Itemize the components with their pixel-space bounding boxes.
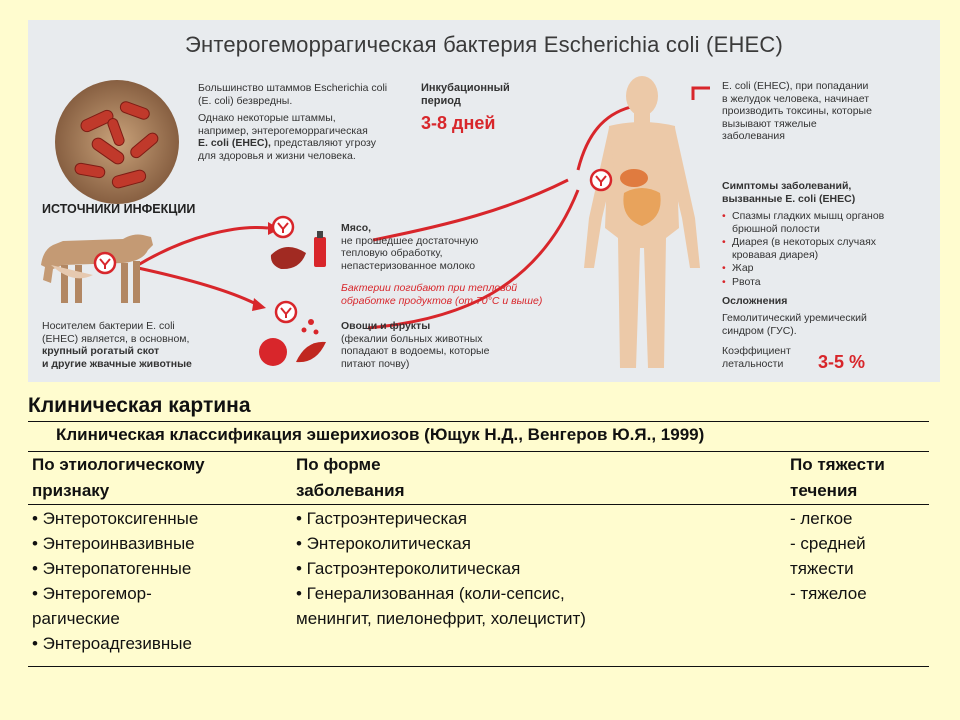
header-line: течения (790, 481, 858, 500)
intro-line: E. coli (EHEC), представляют угрозу (198, 137, 438, 150)
vegetables-text: Овощи и фрукты (фекалии больных животных… (341, 320, 571, 370)
cow-illustration (41, 234, 153, 303)
list-item: • Энтеропатогенные (32, 559, 192, 578)
header-line: заболевания (296, 481, 405, 500)
note-line: Бактерии погибают при тепловой (341, 282, 518, 294)
header-line: признаку (32, 481, 110, 500)
complications-line: синдром (ГУС). (722, 324, 797, 337)
column-etiology: • Энтеротоксигенные • Энтероинвазивные •… (32, 506, 287, 656)
meat-title: Мясо, (341, 222, 372, 234)
symptom-item: Рвота (722, 276, 922, 289)
carrier-line: и другие жвачные животные (42, 357, 192, 370)
intro-line: (E. coli) безвредны. (198, 94, 293, 107)
symptoms-list: Спазмы гладких мышц органов брюшной поло… (722, 210, 922, 289)
incubation-label: Инкубационный период (421, 82, 510, 107)
list-item: • Энтероинвазивные (32, 534, 195, 553)
veg-line: питают почву) (341, 357, 410, 370)
lethality-line: летальности (722, 357, 784, 370)
divider (28, 504, 929, 505)
toxin-text: E. coli (EHEC), при попадании в желудок … (722, 80, 932, 143)
toxin-line: E. coli (EHEC), при попадании (722, 80, 869, 92)
list-item: • Генерализованная (коли-сепсис, (296, 584, 565, 603)
lethality-label: Коэффициент летальности (722, 345, 791, 370)
lethality-value: 3-5 % (818, 352, 866, 372)
header-line: По этиологическому (32, 455, 205, 474)
intro-threat: представляют угрозу (270, 137, 377, 149)
veg-line: попадают в водоемы, которые (341, 345, 490, 357)
list-item: менингит, пиелонефрит, холецистит) (296, 609, 586, 628)
symptoms-title-line: вызванные E. coli (EHEC) (722, 192, 856, 205)
header-etiology: По этиологическому признаку (32, 452, 205, 504)
complications-title: Осложнения (722, 295, 788, 307)
list-item: рагические (32, 609, 120, 628)
list-item: • Энтеротоксигенные (32, 509, 199, 528)
header-line: По форме (296, 455, 381, 474)
ehec-bold: E. coli (EHEC), (198, 137, 271, 149)
meat-line: не прошедшее достаточную (341, 234, 479, 247)
incubation-value: 3-8 дней (421, 113, 496, 133)
intro-line: Большинство штаммов Escherichia coli (198, 82, 388, 94)
list-item: • Энтерогемор- (32, 584, 152, 603)
intro-line: для здоровья и жизни человека. (198, 149, 356, 162)
symptoms-title-line: Симптомы заболеваний, (722, 180, 852, 192)
note-line: обработке продуктов (от 70°С и выше) (341, 294, 543, 307)
list-item: тяжести (790, 559, 854, 578)
table-title: Клиническая картина (28, 394, 251, 417)
divider (28, 666, 929, 667)
table-subtitle: Клиническая классификация эшерихиозов (Ю… (56, 425, 705, 444)
ehec-infographic: Энтерогеморрагическая бактерия Escherich… (28, 20, 940, 382)
carrier-text: Носителем бактерии E. coli (EHEC) являет… (42, 320, 262, 370)
sources-heading: ИСТОЧНИКИ ИНФЕКЦИИ (42, 202, 196, 216)
list-item: - легкое (790, 509, 853, 528)
list-item: • Гастроэнтерическая (296, 509, 467, 528)
carrier-line: Носителем бактерии E. coli (42, 320, 175, 332)
meat-line: непастеризованное молоко (341, 259, 476, 272)
symptoms-title: Симптомы заболеваний, вызванные E. coli … (722, 180, 932, 205)
toxin-line: производить токсины, которые (722, 105, 872, 117)
vegetables-fruit-icon (259, 300, 326, 366)
meat-text: Мясо, не прошедшее достаточную тепловую … (341, 222, 551, 272)
list-item: - тяжелое (790, 584, 867, 603)
complications-text: Гемолитический уремический синдром (ГУС)… (722, 312, 932, 337)
toxin-line: вызывают тяжелые (722, 117, 817, 130)
intro-text: Большинство штаммов Escherichia coli (E.… (198, 82, 438, 162)
column-form: • Гастроэнтерическая • Энтероколитическа… (296, 506, 776, 631)
list-item: • Гастроэнтероколитическая (296, 559, 521, 578)
list-item: • Энтероколитическая (296, 534, 471, 553)
bacteria-heat-note: Бактерии погибают при тепловой обработке… (341, 282, 601, 307)
symptom-item: Жар (722, 262, 922, 275)
meat-line: тепловую обработку, (341, 247, 443, 259)
lethality-line: Коэффициент (722, 345, 791, 357)
list-item: - средней (790, 534, 866, 553)
meat-milk-icon (270, 215, 326, 270)
column-severity: - легкое - средней тяжести - тяжелое (790, 506, 930, 606)
header-line: По тяжести (790, 455, 885, 474)
carrier-line: (EHEC) является, в основном, (42, 332, 190, 345)
complications-line: Гемолитический уремический (722, 312, 867, 324)
intro-line: Однако некоторые штаммы, (198, 112, 336, 124)
veg-line: (фекалии больных животных (341, 332, 483, 345)
incubation-line: период (421, 94, 461, 107)
veg-title: Овощи и фрукты (341, 320, 431, 332)
intro-line: например, энтерогеморрагическая (198, 124, 368, 137)
divider (28, 451, 929, 452)
incubation-line: Инкубационный (421, 82, 510, 94)
symptom-item: Спазмы гладких мышц органов брюшной поло… (722, 210, 922, 235)
infographic-title: Энтерогеморрагическая бактерия Escherich… (184, 32, 784, 57)
toxin-line: заболевания (722, 130, 785, 142)
header-form: По форме заболевания (296, 452, 405, 504)
symptom-item: Диарея (в некоторых случаях кровавая диа… (722, 236, 922, 261)
toxin-line: в желудок человека, начинает (722, 92, 870, 105)
divider (28, 421, 929, 422)
carrier-line: крупный рогатый скот (42, 345, 160, 357)
list-item: • Энтероадгезивные (32, 634, 192, 653)
human-figure (584, 76, 700, 368)
header-severity: По тяжести течения (790, 452, 885, 504)
bacteria-photo (55, 80, 179, 204)
